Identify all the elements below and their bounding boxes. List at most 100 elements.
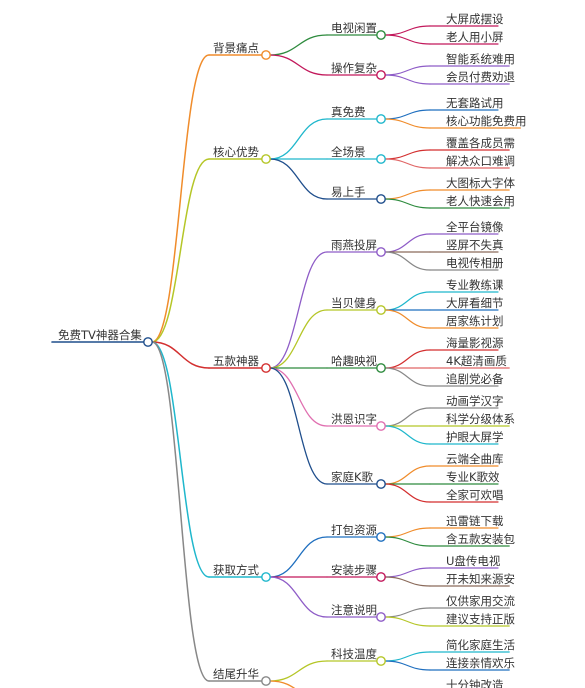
collapse-toggle[interactable] [376,363,386,373]
collapse-toggle[interactable] [143,337,153,347]
collapse-toggle[interactable] [376,612,386,622]
subtopic-connector [269,158,328,200]
collapse-toggle[interactable] [376,421,386,431]
collapse-toggle[interactable] [376,70,386,80]
leaf-connector [384,149,431,160]
leaf-connector [384,607,431,618]
subtopic: 注意说明 [331,603,377,617]
leaf-connector [384,465,431,485]
leaf-connector [384,527,431,538]
collapse-toggle[interactable] [376,572,386,582]
subtopic: 操作复杂 [331,61,377,75]
collapse-toggle[interactable] [376,479,386,489]
subtopic: 电视闲置 [331,21,377,35]
collapse-toggle[interactable] [261,50,271,60]
leaf-connector [384,74,431,85]
leaf-topic: 全家可欢唱 [446,488,504,502]
subtopic: 科技温度 [331,647,377,661]
leaf-topic: 老人快速会用 [446,194,515,208]
leaf-topic: 十分钟改造 [446,678,504,688]
leaf-connector [384,118,431,129]
leaf-topic: 无套路试用 [446,96,504,110]
subtopic: 洪恩识字 [331,412,377,426]
leaf-connector [384,576,431,587]
collapse-toggle[interactable] [376,154,386,164]
leaf-connector [384,309,431,329]
leaf-connector [384,651,431,662]
leaf-connector [384,425,431,445]
subtopic-connector [269,576,328,618]
leaf-topic: 大图标大字体 [446,176,515,190]
leaf-topic: 海量影视源 [446,336,504,350]
leaf-connector [384,251,431,271]
subtopic-connector [269,680,296,688]
topic-nodes: 免费TV神器合集背景痛点电视闲置大屏成摆设老人用小屏操作复杂智能系统难用会员付费… [58,12,527,688]
subtopic: 家庭K歌 [331,470,374,484]
subtopic-connector [269,118,328,160]
collapse-toggle[interactable] [376,656,386,666]
subtopic-connector [269,367,328,485]
root-topic: 免费TV神器合集 [58,328,142,342]
leaf-topic: 建议支持正版 [446,612,515,626]
leaf-connector [384,291,431,311]
collapse-toggle[interactable] [376,532,386,542]
collapse-toggle[interactable] [376,305,386,315]
connector-lines [51,25,522,688]
collapse-toggle[interactable] [376,30,386,40]
leaf-connector [384,407,431,427]
collapse-toggle[interactable] [261,154,271,164]
leaf-topic: 科学分级体系 [446,412,515,426]
collapse-toggle[interactable] [261,676,271,686]
collapse-toggle[interactable] [261,572,271,582]
branch-topic: 结尾升华 [213,667,259,681]
leaf-connector [384,109,431,120]
leaf-connector [384,65,431,76]
collapse-toggle[interactable] [376,247,386,257]
collapse-toggle[interactable] [376,114,386,124]
leaf-connector [384,233,431,253]
leaf-connector [384,536,431,547]
leaf-topic: 竖屏不失真 [446,238,504,252]
leaf-connector [384,25,431,36]
leaf-topic: 开未知来源安 [446,572,515,586]
branch-topic: 五款神器 [213,354,259,368]
leaf-topic: 大屏看细节 [446,296,504,310]
branch-connector [151,158,210,343]
subtopic: 真免费 [331,105,366,119]
leaf-topic: 核心功能免费用 [446,114,527,128]
branch-connector [151,341,210,578]
leaf-topic: 连接亲情欢乐 [446,656,515,670]
leaf-topic: 动画学汉字 [446,394,504,408]
collapse-toggle[interactable] [376,194,386,204]
subtopic: 安装步骤 [331,563,377,577]
leaf-connector [384,34,431,45]
leaf-topic: 含五款安装包 [446,532,515,546]
leaf-topic: 覆盖各成员需 [446,136,515,150]
branch-topic: 核心优势 [213,145,259,159]
leaf-topic: 专业K歌效 [446,470,500,484]
subtopic: 雨燕投屏 [331,238,377,252]
subtopic-connector [269,536,328,578]
subtopic-connector [269,54,328,76]
leaf-connector [384,567,431,578]
subtopic-connector [269,660,328,682]
leaf-topic: 全平台镜像 [446,220,504,234]
leaf-topic: U盘传电视 [446,554,501,568]
leaf-topic: 追剧党必备 [446,372,504,386]
subtopic: 打包资源 [331,523,377,537]
subtopic: 易上手 [331,185,366,199]
leaf-connector [384,158,431,169]
leaf-connector [384,349,431,369]
branch-topic: 获取方式 [213,563,259,577]
leaf-connector [384,483,431,503]
branch-connector [151,341,210,369]
leaf-connector [384,189,431,200]
collapse-toggle[interactable] [261,363,271,373]
leaf-topic: 居家练计划 [446,314,504,328]
leaf-topic: 老人用小屏 [446,30,504,44]
subtopic-connector [269,251,328,369]
leaf-connector [384,660,431,671]
branch-topic: 背景痛点 [213,41,259,55]
leaf-topic: 大屏成摆设 [446,12,504,26]
